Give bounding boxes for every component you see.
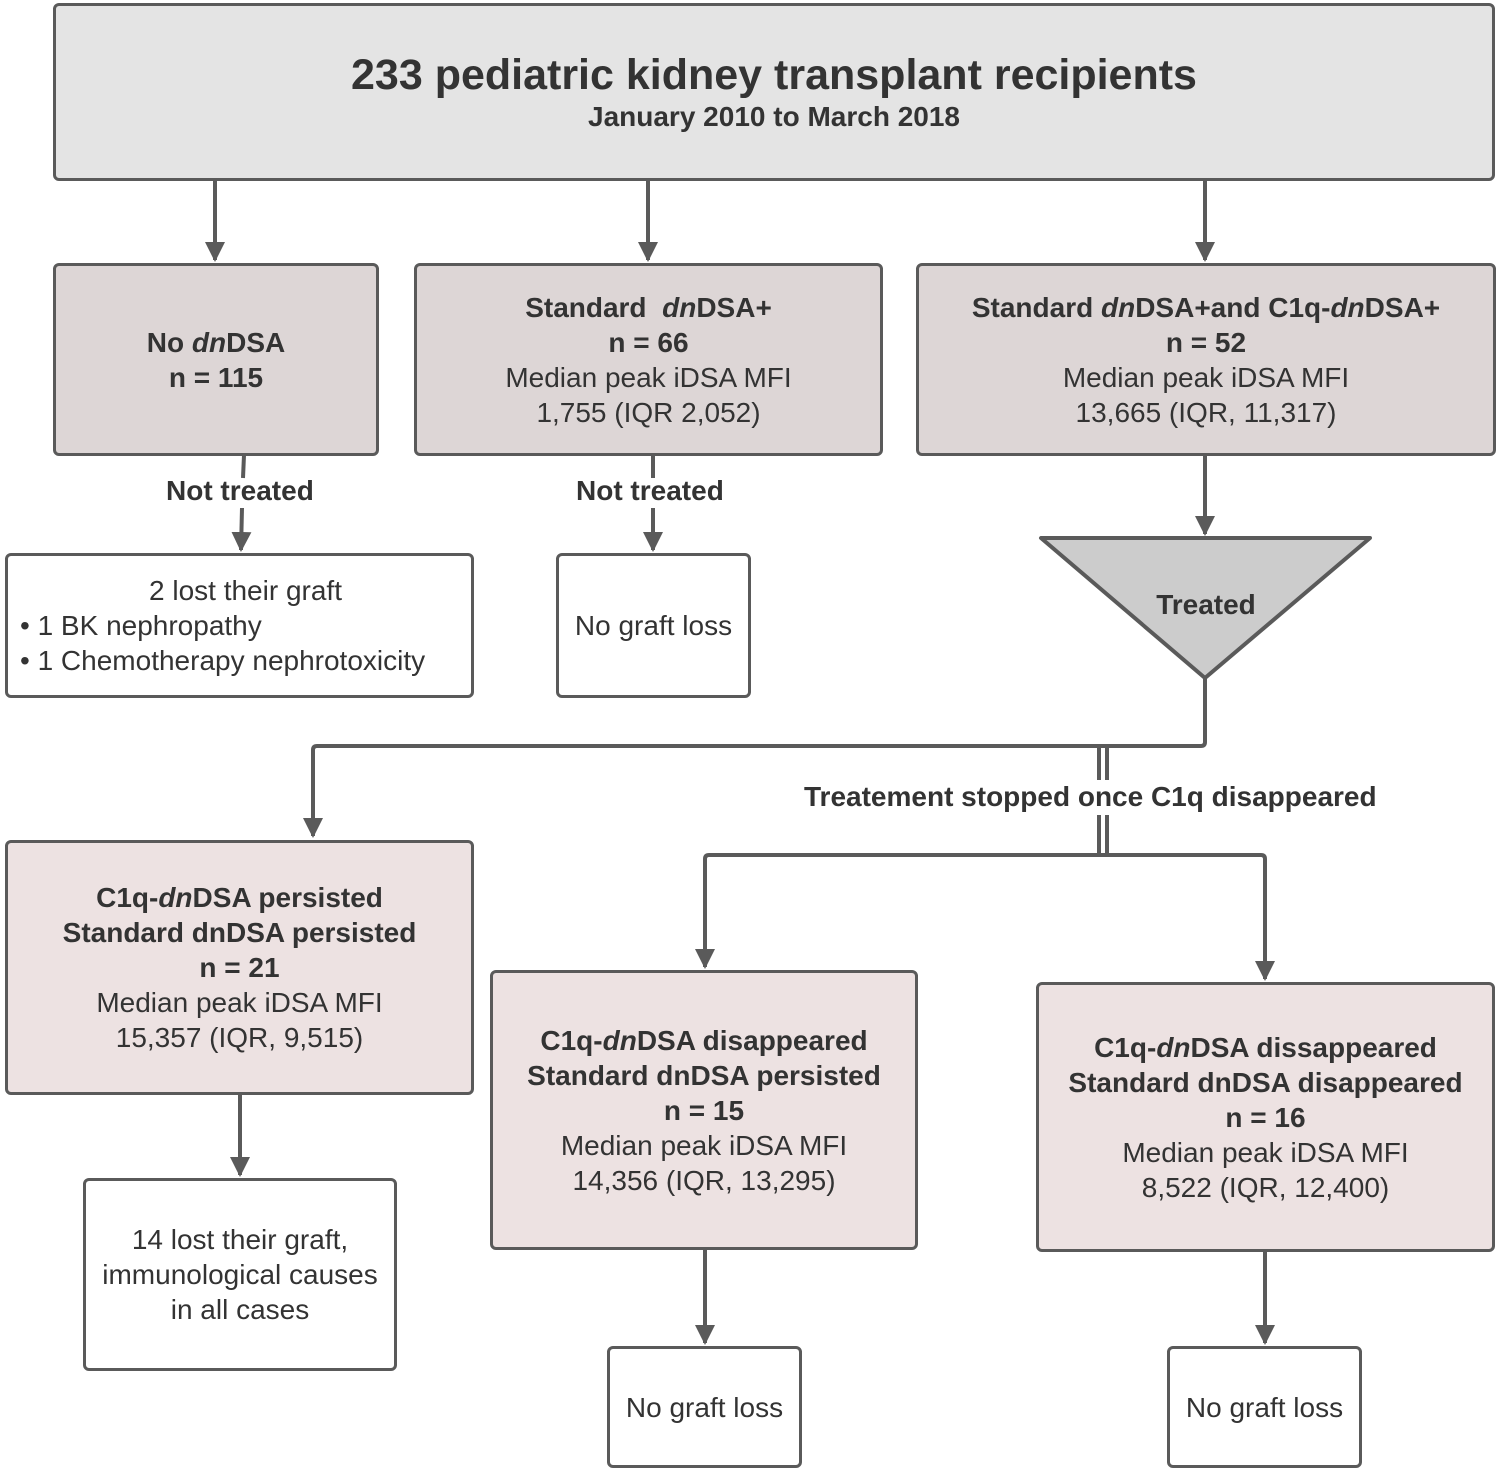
c1q-disappeared-standard: Standard dnDSA persisted — [527, 1059, 881, 1091]
both-disappeared-mfi-value: 8,522 (IQR, 12,400) — [1141, 1171, 1390, 1203]
arrow-no-dndsa-lower — [231, 507, 252, 552]
c1q-dndsa-count: n = 52 — [1165, 326, 1247, 358]
no-dndsa-outcome-bullet1: • 1 BK nephropathy — [20, 610, 262, 641]
population-title: 233 pediatric kidney transplant recipien… — [351, 51, 1197, 99]
standard-dndsa-mfi-value: 1,755 (IQR 2,052) — [536, 396, 761, 428]
no-dndsa-outcome-bullet2: • 1 Chemotherapy nephrotoxicity — [20, 645, 426, 676]
not-treated-label-2: Not treated — [576, 475, 724, 506]
persisted-count: n = 21 — [199, 952, 280, 983]
no-dndsa-box: No dnDSA n = 115 — [53, 263, 379, 456]
both-disappeared-box: C1q-dnDSA dissappeared Standard dnDSA di… — [1036, 982, 1495, 1252]
both-disappeared-mfi-label: Median peak iDSA MFI — [1122, 1136, 1409, 1168]
standard-outcome-box: No graft loss — [556, 553, 751, 698]
c1q-disappeared-outcome-text: No graft loss — [625, 1391, 784, 1423]
persisted-outcome-line2: immunological causes — [102, 1259, 378, 1290]
treated-funnel — [1039, 536, 1372, 680]
persisted-outcome-box: 14 lost their graft, immunological cause… — [83, 1178, 397, 1371]
standard-dndsa-count: n = 66 — [608, 326, 689, 358]
arrow-no-dndsa-upper — [241, 454, 246, 479]
persisted-mfi-label: Median peak iDSA MFI — [96, 987, 383, 1018]
not-treated-label-1: Not treated — [166, 475, 314, 506]
c1q-disappeared-count: n = 15 — [663, 1094, 745, 1126]
both-disappeared-count: n = 16 — [1225, 1101, 1306, 1133]
arrow-branch-to-both-disappeared — [1103, 853, 1275, 981]
arrow-treated-to-persisted — [303, 678, 1207, 838]
c1q-dndsa-mfi-label: Median peak iDSA MFI — [1062, 361, 1350, 393]
standard-dndsa-box: Standard dnDSA+ n = 66 Median peak iDSA … — [414, 263, 883, 456]
population-box: 233 pediatric kidney transplant recipien… — [53, 3, 1495, 181]
both-disappeared-outcome-text: No graft loss — [1185, 1391, 1344, 1423]
treatment-stopped-label: Treatement stopped once C1q disappeared — [804, 781, 1377, 812]
c1q-disappeared-mfi-label: Median peak iDSA MFI — [560, 1129, 848, 1161]
c1q-disappeared-outcome-box: No graft loss — [607, 1346, 802, 1468]
persisted-outcome-line1: 14 lost their graft, — [131, 1224, 349, 1255]
no-dndsa-count: n = 115 — [168, 361, 264, 393]
treated-label: Treated — [1156, 589, 1256, 620]
persisted-mfi-value: 15,357 (IQR, 9,515) — [115, 1022, 364, 1053]
both-disappeared-outcome-box: No graft loss — [1167, 1346, 1362, 1468]
both-disappeared-standard: Standard dnDSA disappeared — [1068, 1066, 1463, 1098]
no-dndsa-outcome-box: 2 lost their graft • 1 BK nephropathy • … — [5, 553, 474, 698]
no-dndsa-title: No dnDSA — [146, 326, 286, 358]
no-dndsa-outcome-line1: 2 lost their graft — [149, 575, 342, 606]
arrow-branch-to-c1q-disappeared — [695, 853, 1103, 969]
persisted-box: C1q-dnDSA persisted Standard dnDSA persi… — [5, 840, 474, 1095]
standard-dndsa-mfi-label: Median peak iDSA MFI — [505, 361, 792, 393]
population-subtitle: January 2010 to March 2018 — [588, 101, 960, 132]
standard-outcome-text: No graft loss — [574, 610, 733, 641]
persisted-standard: Standard dnDSA persisted — [62, 917, 417, 948]
both-disappeared-title: C1q-dnDSA dissappeared — [1094, 1031, 1437, 1063]
c1q-dndsa-box: Standard dnDSA+and C1q-dnDSA+ n = 52 Med… — [916, 263, 1496, 456]
standard-dndsa-title: Standard dnDSA+ — [525, 291, 772, 323]
c1q-dndsa-title: Standard dnDSA+and C1q-dnDSA+ — [971, 291, 1441, 323]
c1q-disappeared-mfi-value: 14,356 (IQR, 13,295) — [572, 1164, 836, 1196]
persisted-title: C1q-dnDSA persisted — [96, 882, 383, 913]
c1q-disappeared-box: C1q-dnDSA disappeared Standard dnDSA per… — [490, 970, 918, 1250]
c1q-dndsa-mfi-value: 13,665 (IQR, 11,317) — [1075, 396, 1337, 428]
c1q-disappeared-title: C1q-dnDSA disappeared — [540, 1024, 868, 1056]
persisted-outcome-line3: in all cases — [170, 1294, 310, 1325]
